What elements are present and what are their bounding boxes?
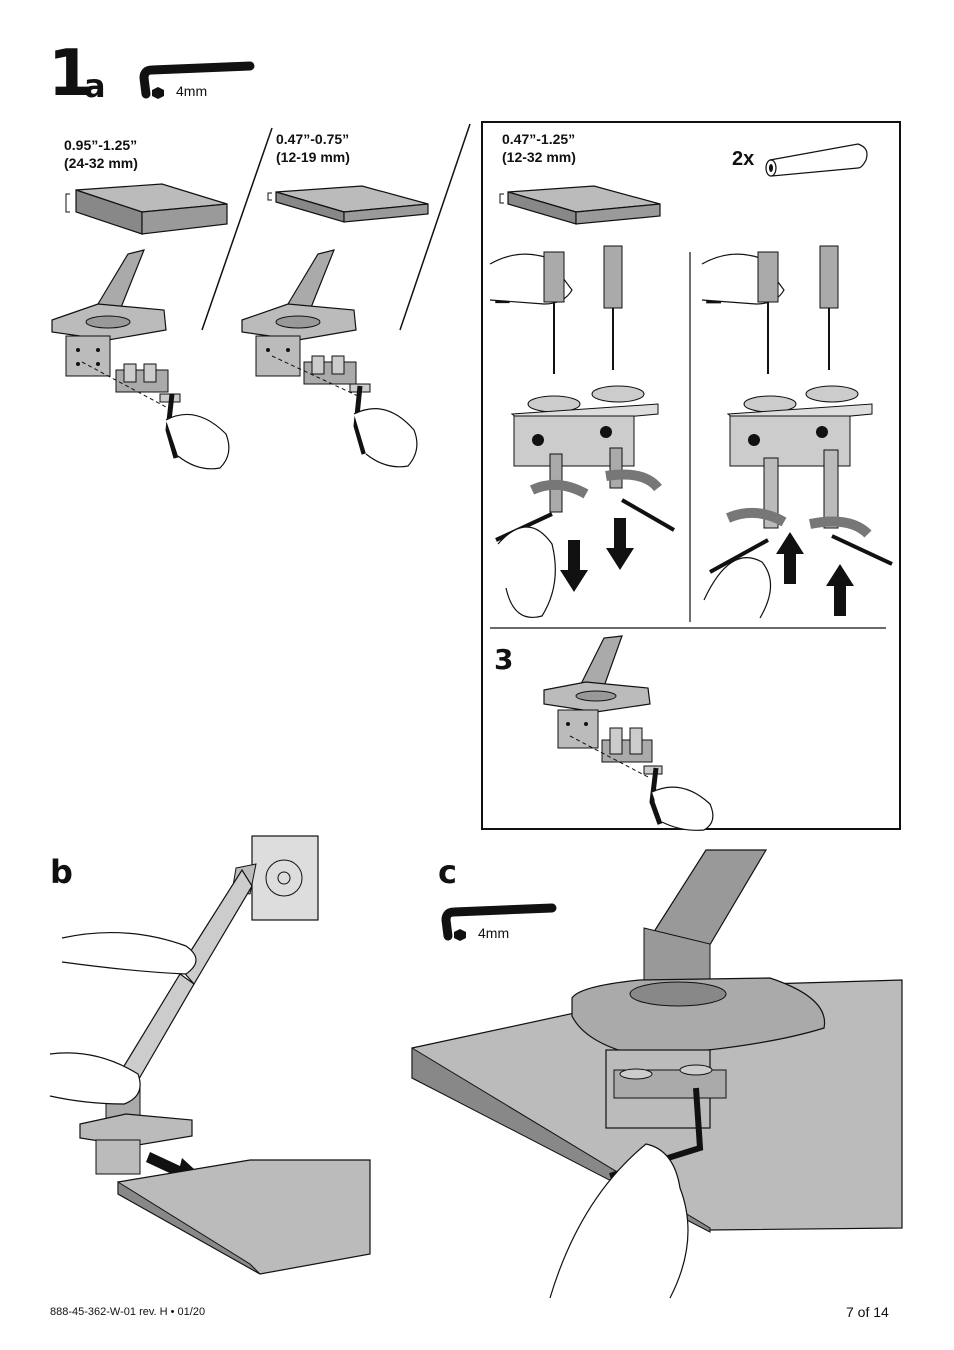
thick-desk-mm-label: (24-32 mm) xyxy=(64,155,138,171)
range-desk-mm-label: (12-32 mm) xyxy=(502,149,576,165)
hex-key-size-label-c: 4mm xyxy=(478,925,510,941)
substep-a-label: a xyxy=(84,67,106,105)
substep-2-insert-spacers-illustration xyxy=(701,245,893,619)
spacer-tube-icon xyxy=(765,143,868,177)
clamp-assembly-thin-illustration xyxy=(241,249,418,468)
substep-3-reinstall-clamp-illustration xyxy=(543,635,714,831)
option-divider-line xyxy=(201,123,471,331)
substep-3-number: 3 xyxy=(494,643,514,676)
hex-key-size-label: 4mm xyxy=(176,83,208,99)
hex-key-icon-c xyxy=(441,903,557,941)
spacer-quantity-label: 2x xyxy=(732,148,755,170)
substep-divider-lines xyxy=(490,252,886,629)
range-desk-inch-label: 0.47”-1.25” xyxy=(502,131,576,147)
desk-slab-range-illustration xyxy=(499,185,661,225)
thick-desk-inch-label: 0.95”-1.25” xyxy=(64,137,138,153)
document-number: 888-45-362-W-01 rev. H • 01/20 xyxy=(50,1306,206,1318)
substep-c-text: c xyxy=(438,853,457,891)
substep-b-label: b xyxy=(50,853,73,891)
hex-key-icon xyxy=(139,61,255,99)
monitor-arm-placement-illustration xyxy=(49,835,371,1275)
page-number: 7 of 14 xyxy=(846,1304,889,1320)
desk-slab-thick-illustration xyxy=(65,183,228,235)
thin-desk-inch-label: 0.47”-0.75” xyxy=(276,131,350,147)
tighten-clamp-illustration xyxy=(411,849,903,1299)
substep-1-remove-spacers-illustration xyxy=(489,245,675,618)
clamp-assembly-thick-illustration xyxy=(51,249,230,470)
step-number: 1 xyxy=(48,37,93,111)
desk-slab-thin-illustration xyxy=(267,185,429,223)
thin-desk-mm-label: (12-19 mm) xyxy=(276,149,350,165)
